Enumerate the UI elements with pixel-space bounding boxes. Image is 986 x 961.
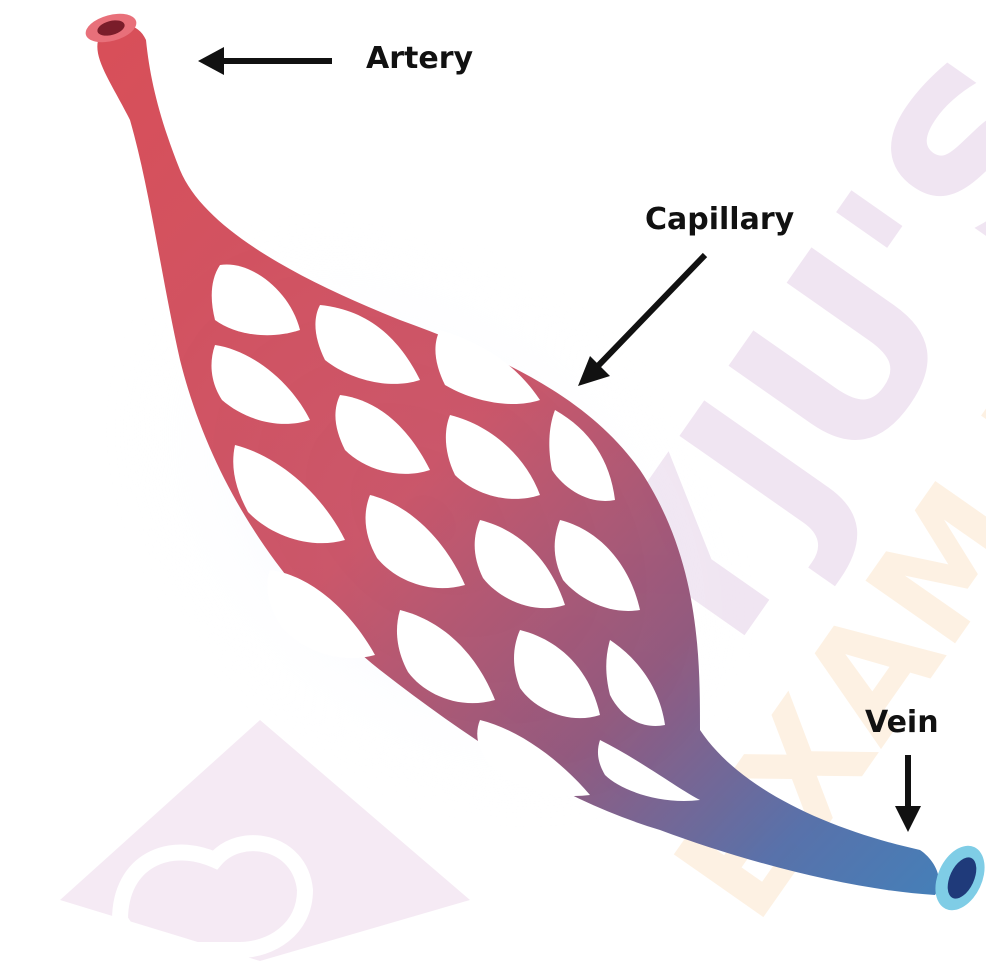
vein-label: Vein xyxy=(865,708,939,738)
capillary-label: Capillary xyxy=(645,205,794,235)
artery-label: Artery xyxy=(366,44,473,74)
